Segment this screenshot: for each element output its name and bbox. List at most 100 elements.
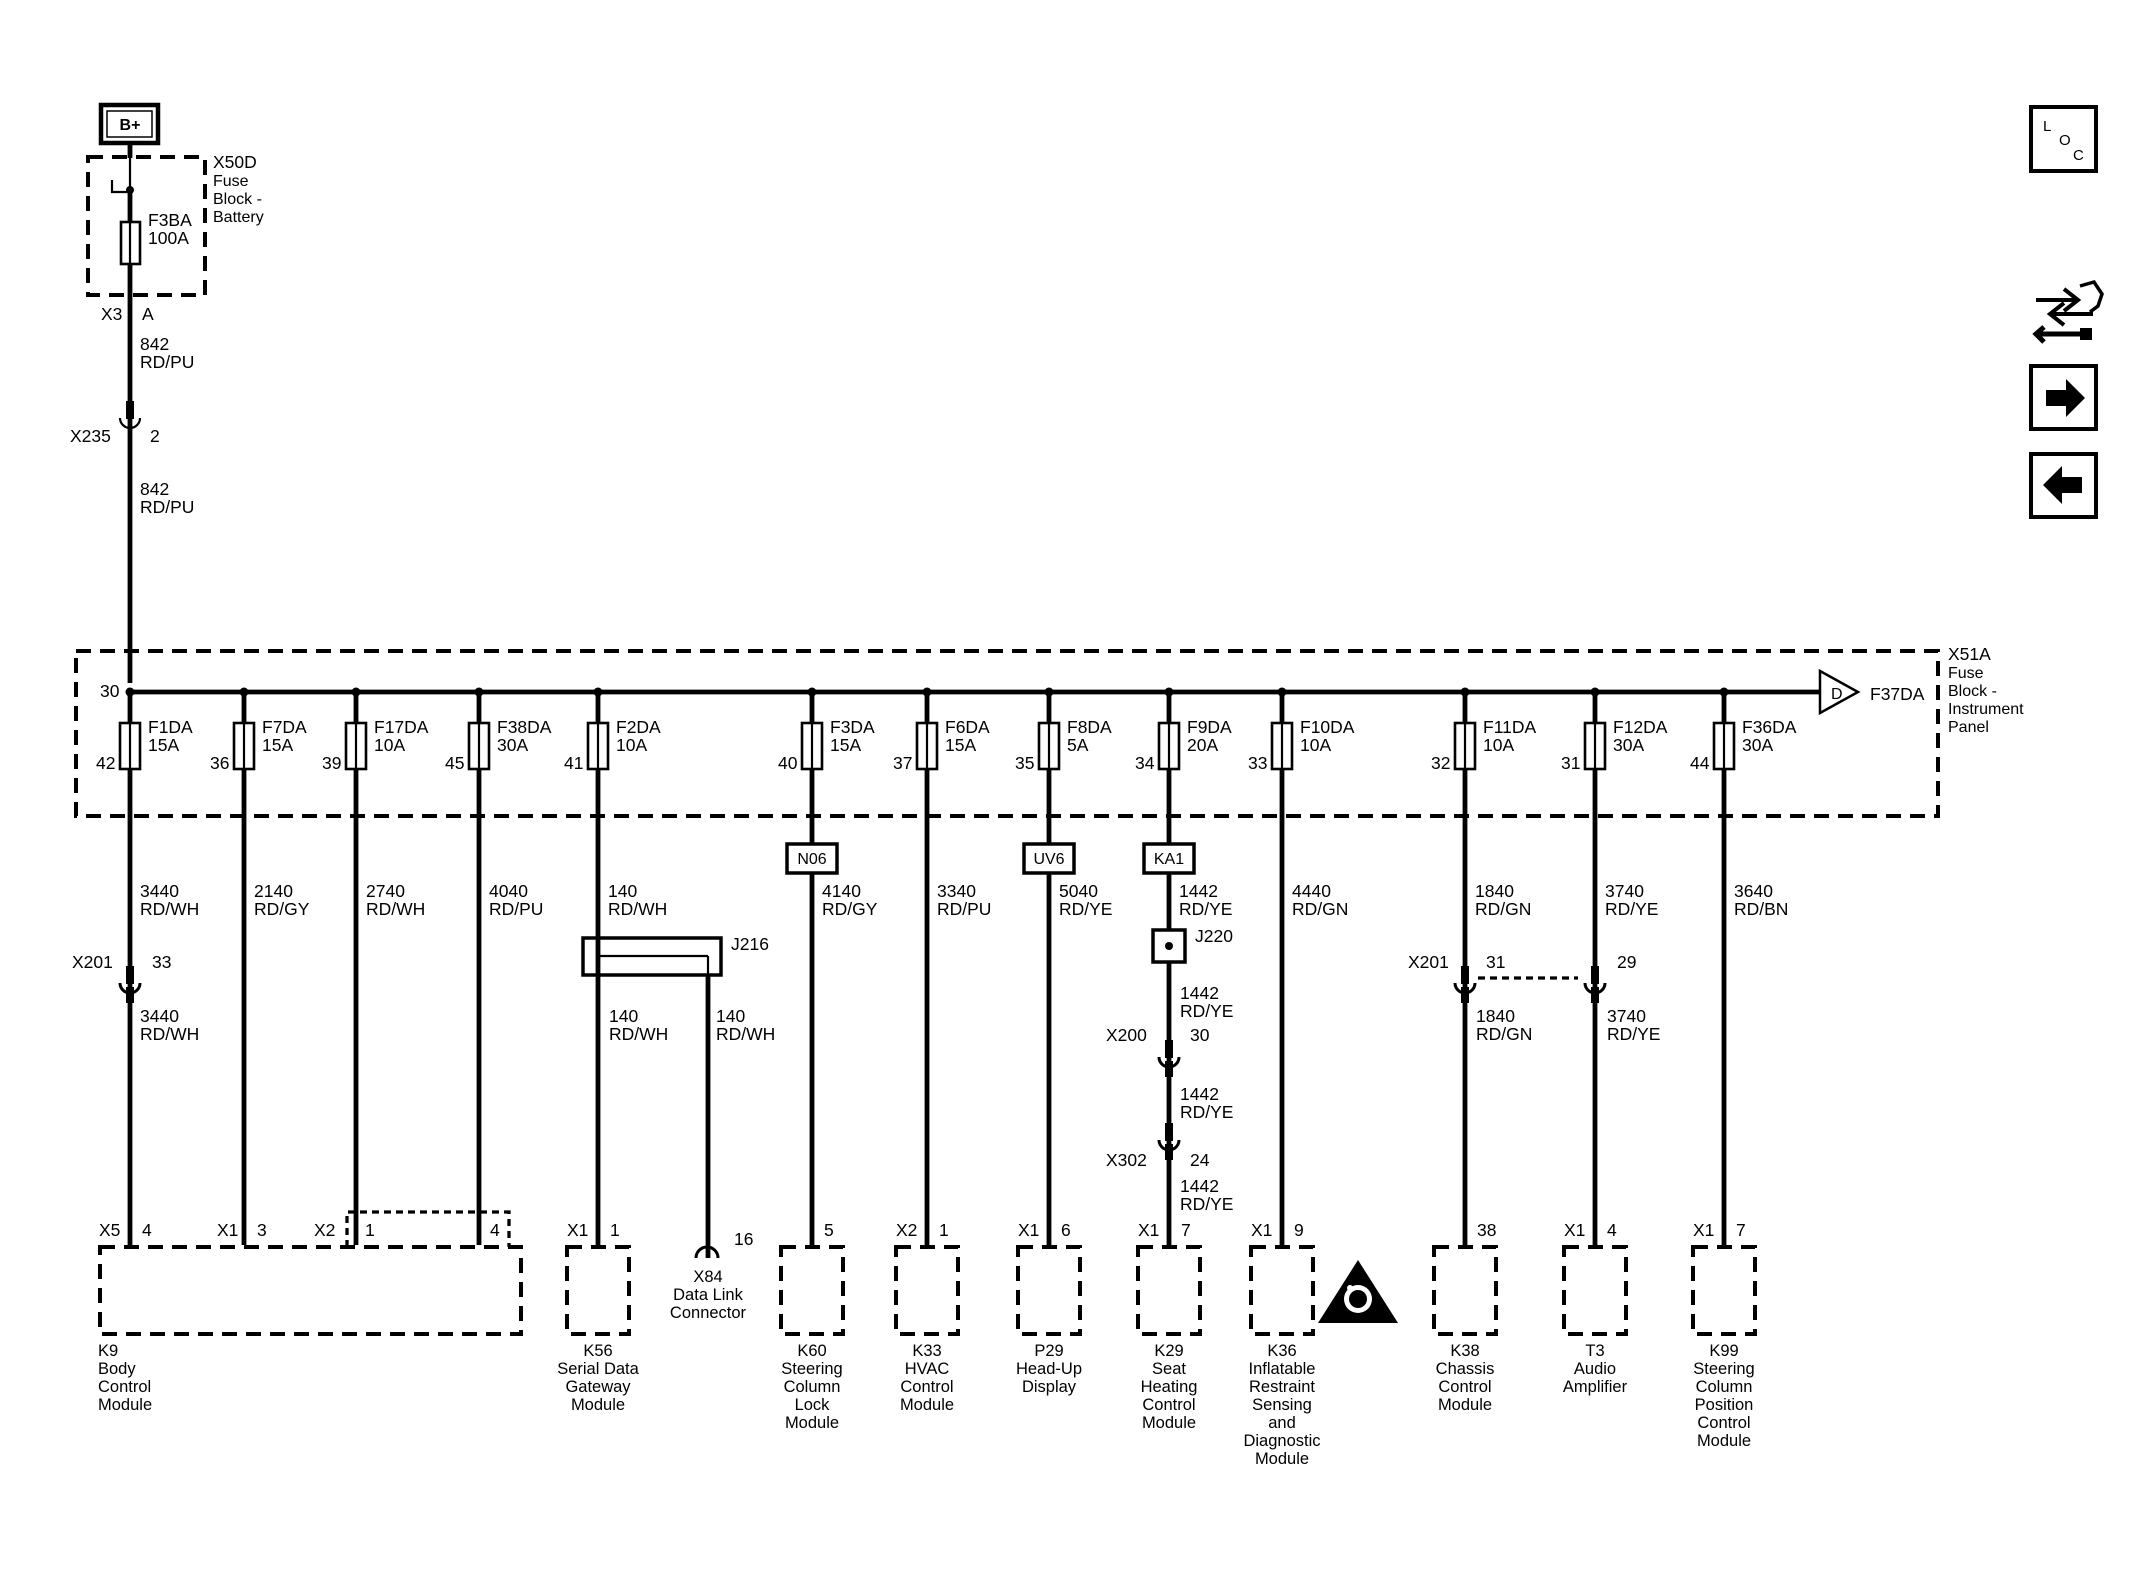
- option-code-uv6: UV6: [1033, 851, 1064, 868]
- module-label-line: Column: [1696, 1378, 1753, 1396]
- fuse-rating: 5A: [1067, 735, 1089, 755]
- wire-circuit: 3740: [1605, 881, 1644, 901]
- module-label-line: Display: [1022, 1378, 1077, 1396]
- module-pin: 7: [1181, 1220, 1191, 1240]
- svg-text:F37DA: F37DA: [1870, 684, 1925, 704]
- fuse-name: F17DA: [374, 717, 429, 737]
- module-label-line: Position: [1695, 1396, 1754, 1414]
- fuse-pin: 32: [1431, 753, 1450, 773]
- module-connector: X1: [1018, 1220, 1039, 1240]
- module-label-line: Control: [1438, 1378, 1491, 1396]
- module-pin: 1: [610, 1220, 620, 1240]
- fuse-rating: 15A: [148, 735, 179, 755]
- connector-x302: [1157, 1123, 1181, 1160]
- previous-page-button[interactable]: [2029, 452, 2098, 519]
- fuse-pin: 36: [210, 753, 229, 773]
- module-label-line: Diagnostic: [1243, 1432, 1320, 1450]
- module-k9: [98, 1245, 523, 1336]
- j216-branches: [595, 956, 711, 1258]
- module-label-line: K99: [1709, 1342, 1738, 1360]
- fuse-name: F38DA: [497, 717, 552, 737]
- module-label-line: Module: [1255, 1450, 1309, 1468]
- svg-text:C: C: [2073, 147, 2084, 164]
- fuse-pin: 37: [893, 753, 912, 773]
- wire-circuit: 1442: [1179, 881, 1218, 901]
- fuse-pin: 33: [1248, 753, 1267, 773]
- svg-text:3: 3: [257, 1220, 267, 1240]
- connector-x201-29: [1583, 966, 1607, 1003]
- module-label-line: Data Link: [673, 1286, 743, 1304]
- wire-circuit: 4140: [822, 881, 861, 901]
- connector-x201-31: [1453, 966, 1477, 1003]
- location-view-button[interactable]: L O C: [2029, 105, 2098, 173]
- svg-text:X2: X2: [314, 1220, 335, 1240]
- module-label-line: Column: [784, 1378, 841, 1396]
- module-label-line: K38: [1450, 1342, 1479, 1360]
- wire-circuit: 4040: [489, 881, 528, 901]
- module-label-line: P29: [1034, 1342, 1063, 1360]
- svg-text:X235: X235: [70, 426, 111, 446]
- module-connector: X1: [1251, 1220, 1272, 1240]
- page-reference-f37da: D: [1818, 668, 1861, 716]
- wire-circuit: 2740: [366, 881, 405, 901]
- fuse-pin: 35: [1015, 753, 1034, 773]
- wire-color: RD/YE: [1179, 899, 1232, 919]
- fuse-block-battery-desc: Fuse Block - Battery: [213, 173, 266, 226]
- module-label-line: K60: [797, 1342, 826, 1360]
- module-label-line: Steering: [781, 1360, 842, 1378]
- module-label-line: Control: [900, 1378, 953, 1396]
- module-label-line: Control: [1142, 1396, 1195, 1414]
- module-label-line: Sensing: [1252, 1396, 1312, 1414]
- fuse-rating: 15A: [262, 735, 293, 755]
- wire-color: RD/GN: [1475, 899, 1531, 919]
- fuse-name: F7DA: [262, 717, 307, 737]
- svg-text:K9 Body Control Mo: K9 Body Control Module: [98, 1342, 156, 1414]
- fuse-pin: 40: [778, 753, 798, 773]
- module-pin: 38: [1477, 1220, 1496, 1240]
- harness-routing-icon[interactable]: [2032, 279, 2104, 344]
- wire-color: RD/PU: [489, 899, 543, 919]
- next-page-button[interactable]: [2029, 364, 2098, 431]
- module-label-line: Control: [1697, 1414, 1750, 1432]
- wire-circuit: 3640: [1734, 881, 1773, 901]
- fuse-name: F3DA: [830, 717, 875, 737]
- option-code-ka1: KA1: [1154, 851, 1184, 868]
- fuse-pin: 42: [96, 753, 115, 773]
- wire-circuit: 4440: [1292, 881, 1331, 901]
- module-label-line: K29: [1154, 1342, 1183, 1360]
- wire-color: RD/YE: [1059, 899, 1112, 919]
- svg-text:X51A: X51A: [1948, 644, 1991, 664]
- module-label-line: Module: [1438, 1396, 1492, 1414]
- module-label-line: Lock: [795, 1396, 831, 1414]
- svg-text:Fuse Block - Instrumen: Fuse Block - Instrument Panel: [1948, 665, 2028, 736]
- module-label-line: Module: [571, 1396, 625, 1414]
- module-label-line: Chassis: [1436, 1360, 1495, 1378]
- battery-label: B+: [120, 117, 141, 134]
- fuse-name: F10DA: [1300, 717, 1355, 737]
- connector-x235: [118, 401, 142, 430]
- svg-text:30: 30: [100, 681, 120, 701]
- fuse-rating: 20A: [1187, 735, 1218, 755]
- module-label-line: Audio: [1574, 1360, 1616, 1378]
- module-pin: 7: [1736, 1220, 1746, 1240]
- svg-text:J216: J216: [731, 934, 769, 954]
- connector-x200: [1157, 1040, 1181, 1077]
- module-label-line: Amplifier: [1563, 1378, 1628, 1396]
- fuse-rating: 30A: [497, 735, 528, 755]
